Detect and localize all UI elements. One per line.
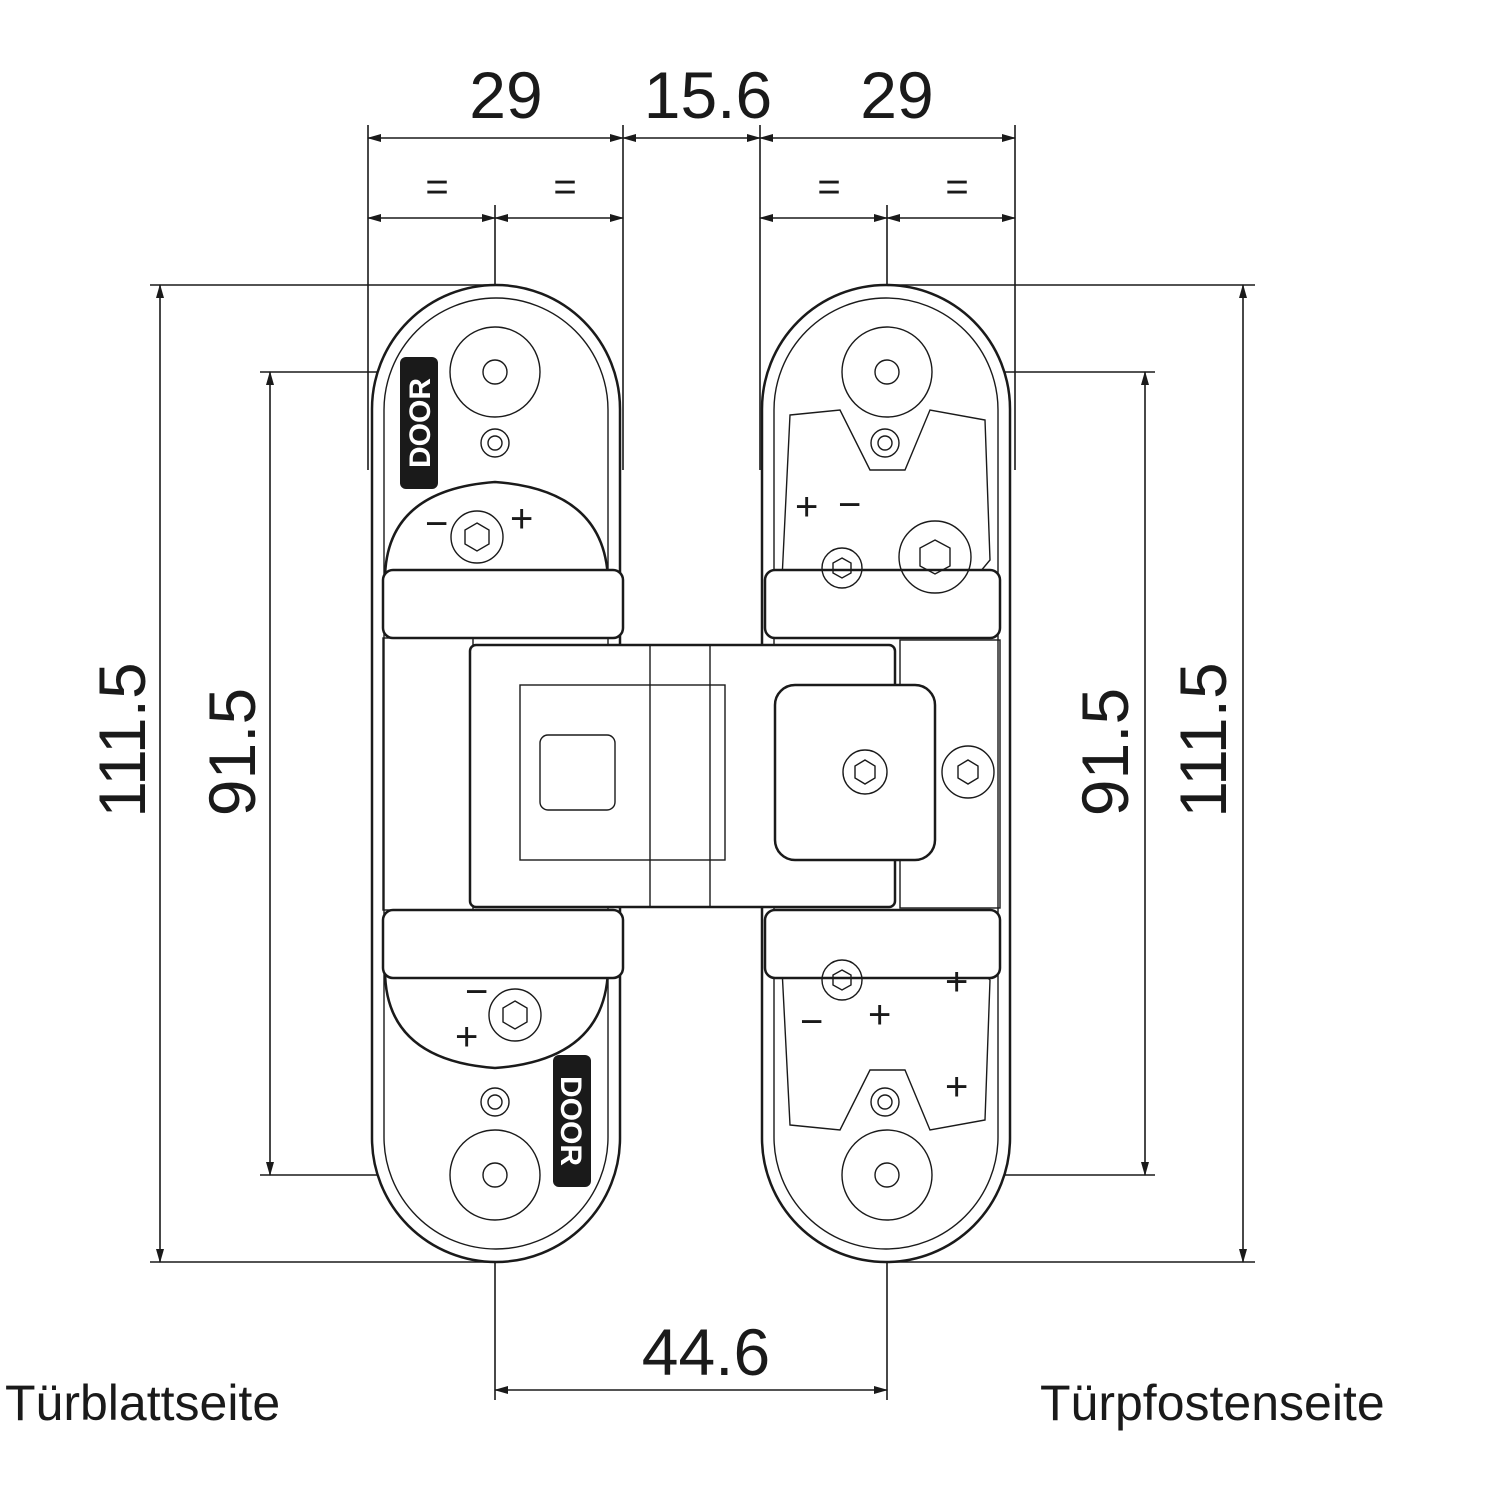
minus-sign: − [465, 970, 488, 1014]
mounting-holes [449, 326, 933, 1221]
door-badge: DOOR [553, 1055, 591, 1187]
dim-left-outer: 111.5 [85, 662, 159, 817]
label-door-leaf-side: Türblattseite [5, 1375, 280, 1431]
equal-mark: = [817, 165, 840, 209]
plus-minus-markings: − + − + + − − + + + [425, 483, 968, 1109]
dim-right-inner: 91.5 [1068, 688, 1142, 816]
equal-mark: = [945, 165, 968, 209]
dim-top-left: 29 [469, 58, 542, 132]
plus-sign: + [945, 960, 968, 1004]
dim-top-right: 29 [860, 58, 933, 132]
dim-top-gap: 15.6 [644, 58, 772, 132]
adjustment-screws [450, 510, 972, 1042]
plus-sign: + [455, 1015, 478, 1059]
equal-mark: = [425, 165, 448, 209]
svg-text:DOOR: DOOR [554, 1076, 587, 1166]
plus-sign: + [945, 1065, 968, 1109]
plus-sign: + [510, 497, 533, 541]
equal-mark: = [553, 165, 576, 209]
dim-right-outer: 111.5 [1166, 662, 1240, 817]
hinge-center-body [468, 643, 995, 909]
dim-left-inner: 91.5 [195, 688, 269, 816]
minus-sign: − [425, 502, 448, 546]
plus-sign: + [795, 485, 818, 529]
svg-text:DOOR: DOOR [404, 378, 437, 468]
minus-sign: − [838, 483, 861, 527]
dim-bottom-center: 44.6 [642, 1315, 770, 1389]
minus-sign: − [800, 1000, 823, 1044]
label-door-frame-side: Türpfostenseite [1040, 1375, 1385, 1431]
dimension-lines [156, 134, 1247, 1394]
plus-sign: + [868, 993, 891, 1037]
door-badge: DOOR [400, 357, 438, 489]
